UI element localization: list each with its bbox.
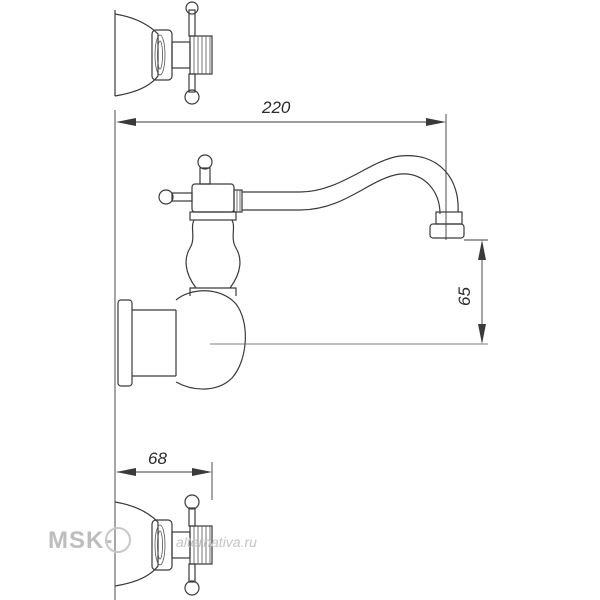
dimension-220: 220 bbox=[114, 98, 447, 600]
watermark-brand: MSK- bbox=[48, 527, 113, 554]
dimension-label-68: 68 bbox=[148, 449, 167, 468]
dimension-68: 68 bbox=[116, 449, 213, 500]
watermark-logo-icon bbox=[105, 527, 131, 553]
dimension-label-220: 220 bbox=[261, 98, 291, 117]
dimension-65: 65 bbox=[455, 239, 488, 344]
top-valve bbox=[114, 1, 213, 105]
faucet-body bbox=[117, 154, 488, 390]
bottom-valve bbox=[114, 494, 213, 596]
watermark-site: alternativa.ru bbox=[176, 534, 257, 550]
dimension-label-65: 65 bbox=[455, 287, 474, 306]
watermark: MSK- alternativa.ru bbox=[48, 527, 257, 554]
